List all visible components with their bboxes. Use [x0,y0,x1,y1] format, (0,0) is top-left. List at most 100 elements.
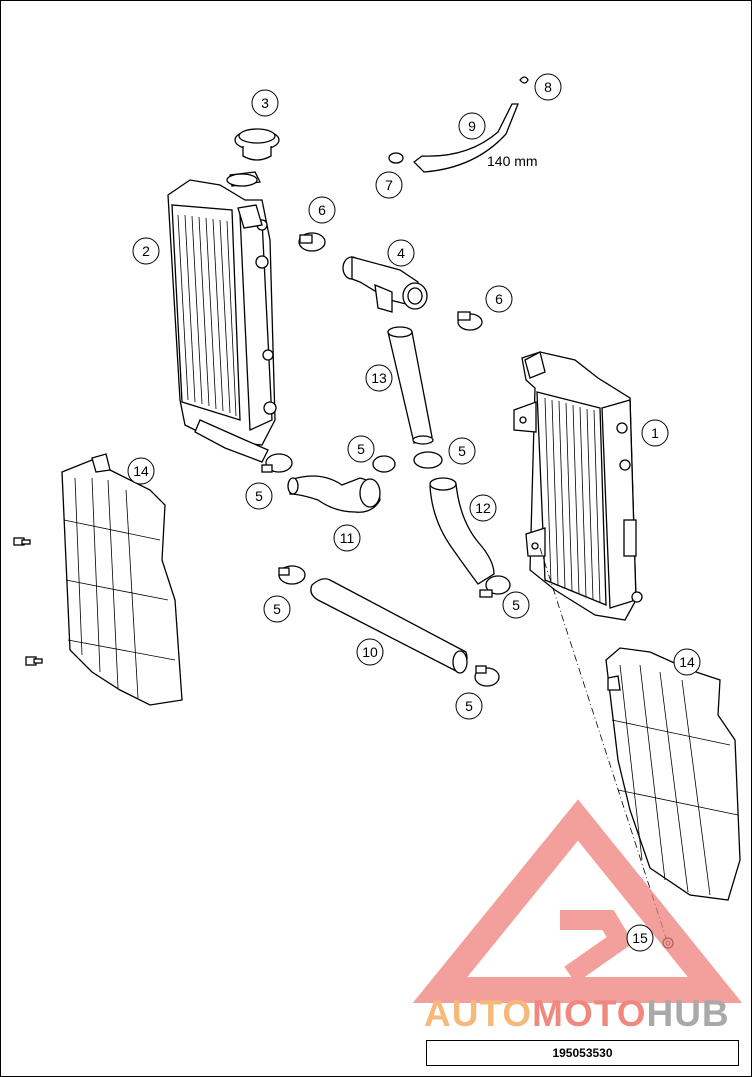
callout-number: 14 [679,654,695,670]
callout-circle [387,239,415,267]
callout-number: 5 [255,488,263,504]
callout-c7: 7 [375,171,403,199]
callout-circle [534,73,562,101]
hose-clamp-5d [479,575,511,598]
assembly-line [539,547,667,939]
hose-clamp-5e [278,565,306,585]
callout-number: 6 [318,202,326,218]
callout-circle [308,196,336,224]
callout-c1: 1 [641,419,669,447]
callout-number: 14 [133,463,149,479]
shroud-bolt-lower [25,656,43,666]
hose-length-label: 140 mm [487,153,538,169]
tee-connector [342,256,428,313]
radiator-cap [234,128,280,161]
callout-number: 8 [544,79,552,95]
callout-number: 9 [468,118,476,134]
hose-clamp-upper [298,232,326,252]
hose-clamp-tee [457,311,483,331]
callout-c3: 3 [251,89,279,117]
radiator-left [167,171,277,463]
reference-number-box: 195053530 [426,1040,739,1066]
callout-c13: 13 [365,364,393,392]
callout-number: 5 [465,698,473,714]
callout-number: 2 [142,243,150,259]
callout-circle [641,419,669,447]
callout-c8: 8 [534,73,562,101]
callout-c5a: 5 [245,482,273,510]
callout-circle [333,524,361,552]
hose-12 [429,477,495,585]
callout-c6b: 6 [485,285,513,313]
callout-circle [469,494,497,522]
callout-circle [127,457,155,485]
callout-c5d: 5 [502,591,530,619]
callout-number: 5 [357,441,365,457]
callout-circle [375,171,403,199]
hose-clamp-5f [474,665,500,687]
callout-c5e: 5 [263,595,291,623]
watermark-logo [412,799,743,1003]
callout-circle [485,285,513,313]
small-clamp-7 [388,152,404,164]
callout-circle [251,89,279,117]
callout-circle [245,482,273,510]
radiator-shroud-left [61,453,183,706]
callout-number: 10 [362,644,378,660]
callout-c12: 12 [469,494,497,522]
callout-number: 5 [273,601,281,617]
callout-number: 7 [385,177,393,193]
callout-number: 4 [397,245,405,261]
callout-circle [458,112,486,140]
watermark-moto: MOTO [532,993,647,1034]
callout-number: 13 [371,370,387,386]
callout-c6a: 6 [308,196,336,224]
callout-number: 5 [458,443,466,459]
hose-clamp-5b [372,455,396,473]
callout-c5c: 5 [448,437,476,465]
hose-11 [287,475,381,513]
callout-number: 1 [651,425,659,441]
callout-c5f: 5 [455,692,483,720]
callout-number: 5 [512,597,520,613]
callout-c4: 4 [387,239,415,267]
callout-c14b: 14 [673,648,701,676]
callout-circle [347,435,375,463]
callout-circle [132,237,160,265]
callout-circle [626,924,654,952]
callout-circle [263,595,291,623]
callout-circle [448,437,476,465]
callout-c2: 2 [132,237,160,265]
reference-number: 195053530 [552,1046,613,1060]
callout-circle [356,638,384,666]
shroud-bolt-upper [13,537,31,546]
radiator-right [513,351,643,621]
callout-number: 11 [340,530,355,546]
callout-c10: 10 [356,638,384,666]
callout-c5b: 5 [347,435,375,463]
watermark-auto: AUTO [424,993,533,1034]
hose-clamp-5a [261,453,293,473]
callout-c11: 11 [333,524,361,552]
watermark-wordmark: AUTOMOTOHUB [424,994,744,1034]
callout-circle [455,692,483,720]
callout-c14a: 14 [127,457,155,485]
hose-13 [387,326,434,445]
small-clamp-8 [519,76,529,84]
hose-10 [310,578,468,674]
callout-number: 15 [632,930,648,946]
radiator-shroud-right [605,647,741,901]
callout-circle [365,364,393,392]
callout-number: 3 [261,95,269,111]
callout-circle [502,591,530,619]
overflow-hose-9 [413,103,519,173]
callout-circle [673,648,701,676]
hose-clamp-5c [413,451,443,469]
callout-c9: 9 [458,112,486,140]
callout-number: 12 [475,500,491,516]
watermark-hub: HUB [646,993,730,1034]
callout-number: 6 [495,291,503,307]
callout-c15: 15 [626,924,654,952]
